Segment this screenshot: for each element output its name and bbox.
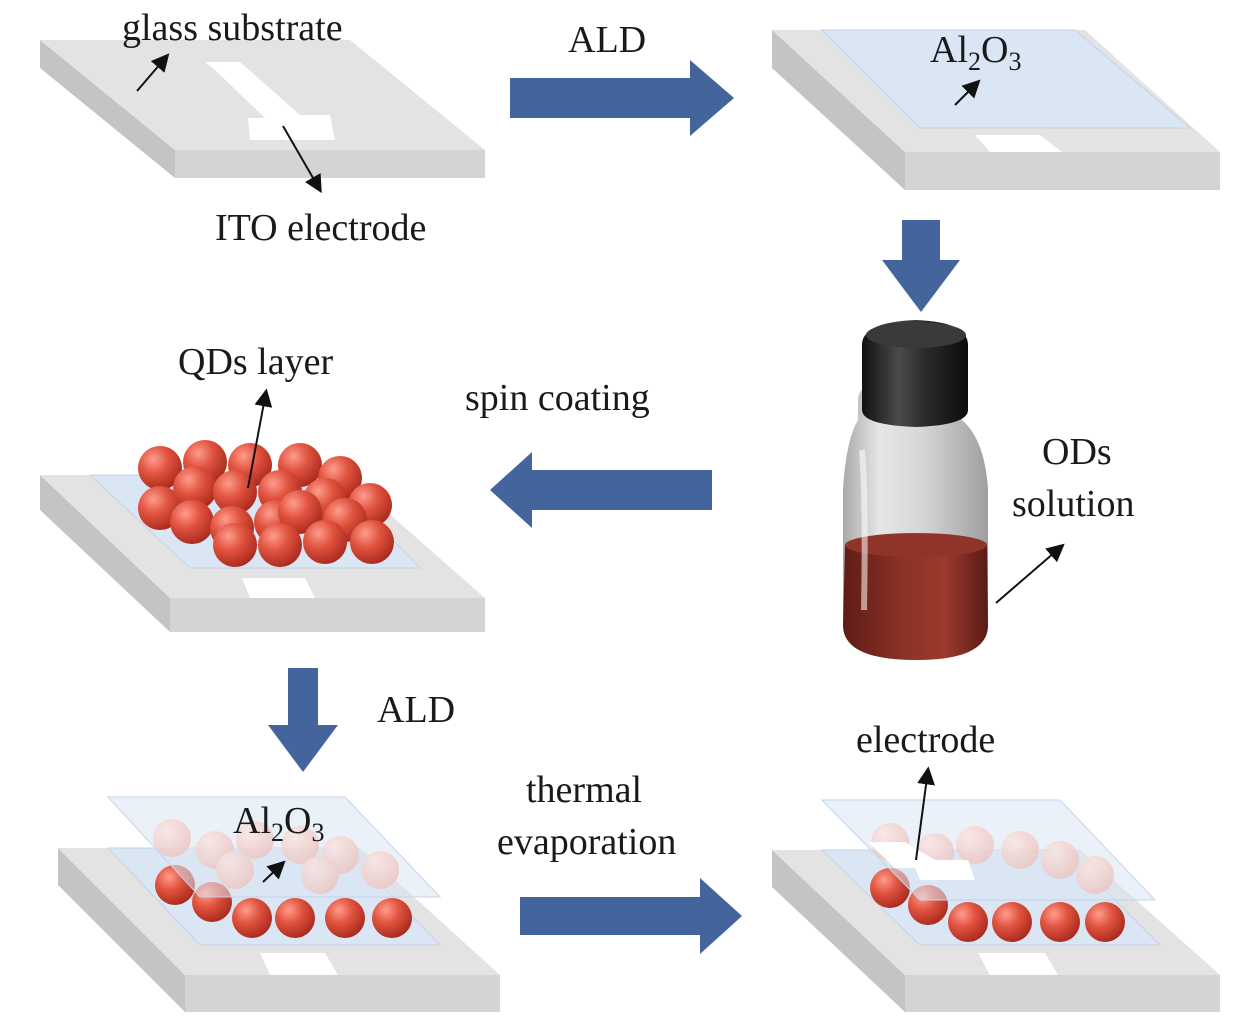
label-ald-bottom: ALD [377, 689, 455, 731]
arrow-down-to-bottle [882, 220, 960, 312]
label-al2o3-top: Al2O3 [930, 29, 1021, 76]
qds-layer-spheres [138, 440, 394, 567]
substrate-electrode [772, 799, 1220, 1012]
ods-solution-bottle [843, 320, 988, 660]
label-qds-layer: QDs layer [178, 341, 333, 383]
arrow-evap-right [520, 878, 742, 954]
label-thermal-line1: thermal [526, 769, 642, 811]
substrate-qds [40, 440, 485, 632]
qds-spheres-covered [153, 819, 399, 894]
label-ods-line1: ODs [1042, 431, 1112, 473]
label-electrode: electrode [856, 719, 995, 761]
substrate-qds-al2o3 [58, 796, 500, 1012]
process-arrows [268, 60, 960, 954]
label-al2o3-bottom: Al2O3 [233, 800, 324, 847]
label-ald-top: ALD [568, 19, 646, 61]
substrate-al2o3 [772, 29, 1220, 190]
pointer-arrows [136, 53, 1065, 883]
label-ods-line2: solution [1012, 483, 1134, 525]
bottle-cap [862, 320, 968, 427]
label-thermal-line2: evaporation [497, 821, 676, 863]
label-spin-coating: spin coating [465, 377, 650, 419]
arrow-ald-down [268, 668, 338, 772]
label-ito-electrode: ITO electrode [215, 207, 426, 249]
arrow-ald-right [510, 60, 734, 136]
substrate-bare [40, 40, 485, 178]
label-glass-substrate: glass substrate [122, 7, 343, 49]
al2o3-film [820, 29, 1192, 129]
arrow-spin-left [490, 452, 712, 528]
ito-electrode-strip [205, 62, 335, 140]
al2o3-top-film [106, 796, 442, 898]
top-electrode-strip [868, 842, 975, 880]
